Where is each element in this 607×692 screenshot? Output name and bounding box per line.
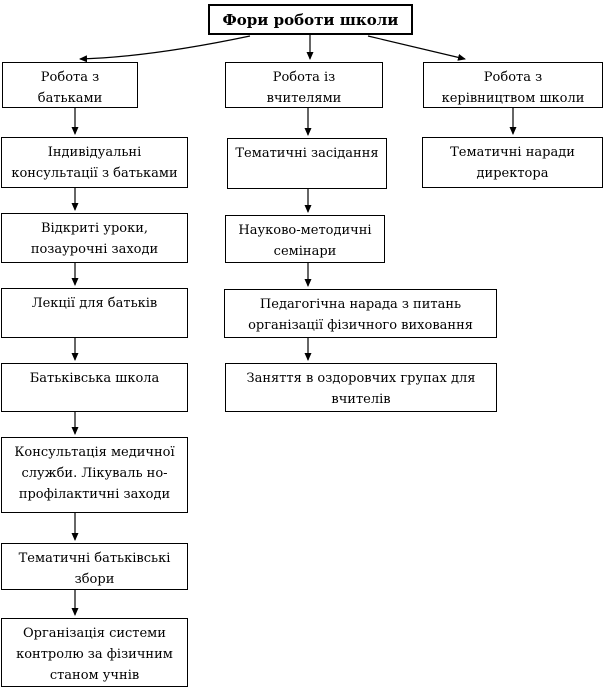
arrow-title-to-parents [79,35,251,63]
box-work-with-parents-header: Робота з батьками [2,62,138,108]
box-thematic-director-meetings: Тематичні наради директора [422,137,603,188]
box-thematic-parent-meetings: Тематичні батьківські збори [1,543,188,590]
box-individual-consultations: Індивідуальні консультації з батьками [1,137,188,188]
box-parent-school: Батьківська школа [1,363,188,412]
box-open-lessons: Відкриті уроки, позаурочні заходи [1,213,188,263]
box-pedagogical-council: Педагогічна нарада з питань організації … [224,289,497,338]
box-medical-service-consultation: Консультація медичної служби. Лікуваль н… [1,437,188,513]
box-scientific-methodical-seminars: Науково-методичні семінари [225,215,385,263]
box-physical-state-control-system: Організація системи контролю за фізичним… [1,618,188,687]
box-lectures-for-parents: Лекції для батьків [1,288,188,338]
box-thematic-sessions: Тематичні засідання [227,138,387,189]
arrow-title-to-management [367,35,466,61]
box-work-with-teachers-header: Робота із вчителями [225,62,383,108]
box-work-with-management-header: Робота з керівництвом школи [423,62,603,108]
diagram-title: Фори роботи школи [208,4,413,35]
box-teacher-health-groups: Заняття в оздоровчих групах для вчителів [225,363,497,412]
